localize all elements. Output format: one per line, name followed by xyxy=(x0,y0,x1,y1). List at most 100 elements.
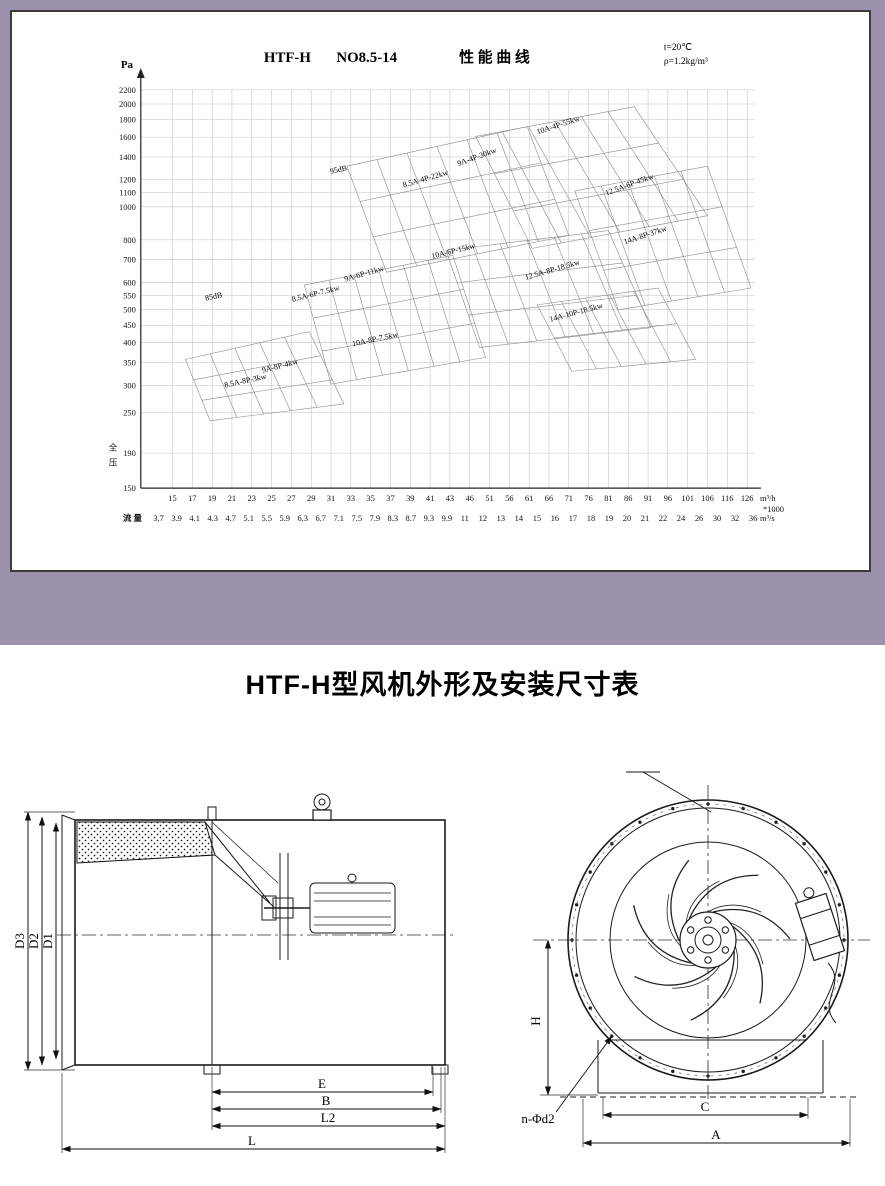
svg-text:300: 300 xyxy=(123,380,136,390)
inlet-hatch xyxy=(76,821,279,908)
svg-text:66: 66 xyxy=(545,493,553,503)
svg-text:71: 71 xyxy=(565,493,573,503)
svg-text:35: 35 xyxy=(366,493,374,503)
svg-text:46: 46 xyxy=(466,493,474,503)
svg-text:33: 33 xyxy=(347,493,355,503)
svg-text:96: 96 xyxy=(664,493,672,503)
svg-text:29: 29 xyxy=(307,493,315,503)
svg-text:91: 91 xyxy=(644,493,652,503)
impeller xyxy=(272,853,294,960)
svg-text:m³/h: m³/h xyxy=(760,493,776,503)
dim-label-d3: D3 xyxy=(12,933,27,949)
flange-bolt-holes xyxy=(570,802,846,1078)
svg-text:126: 126 xyxy=(741,493,754,503)
housing-circles xyxy=(567,799,849,1081)
svg-text:9.3: 9.3 xyxy=(424,513,435,523)
svg-text:36: 36 xyxy=(749,513,757,523)
svg-text:17: 17 xyxy=(188,493,196,503)
svg-text:Pa: Pa xyxy=(121,59,134,71)
dim-label-d2: D2 xyxy=(26,933,41,949)
svg-text:190: 190 xyxy=(123,448,136,458)
length-dimensions: E B L2 L xyxy=(61,1067,446,1153)
svg-text:NO8.5-14: NO8.5-14 xyxy=(336,50,397,66)
mounting-feet xyxy=(203,1064,449,1075)
dim-label-d1: D1 xyxy=(40,933,55,949)
svg-text:106: 106 xyxy=(701,493,714,503)
svg-text:21: 21 xyxy=(228,493,236,503)
svg-text:8.7: 8.7 xyxy=(406,513,417,523)
svg-text:1200: 1200 xyxy=(119,175,136,185)
svg-text:7.9: 7.9 xyxy=(370,513,381,523)
svg-text:450: 450 xyxy=(123,320,136,330)
svg-text:23: 23 xyxy=(248,493,256,503)
svg-text:5.1: 5.1 xyxy=(243,513,254,523)
svg-text:13: 13 xyxy=(497,513,505,523)
svg-text:700: 700 xyxy=(123,255,136,265)
svg-text:压: 压 xyxy=(109,457,118,467)
svg-text:500: 500 xyxy=(123,305,136,315)
svg-text:86: 86 xyxy=(624,493,632,503)
svg-text:ρ=1.2kg/m³: ρ=1.2kg/m³ xyxy=(664,57,708,67)
svg-text:9A-6P-11kw: 9A-6P-11kw xyxy=(343,264,385,284)
dim-label-n-holes: n-Φd2 xyxy=(521,1111,554,1126)
dim-label-b: B xyxy=(322,1093,331,1108)
svg-text:HTF-H: HTF-H xyxy=(264,50,311,66)
svg-text:16: 16 xyxy=(551,513,559,523)
svg-text:6.7: 6.7 xyxy=(315,513,326,523)
svg-text:15: 15 xyxy=(533,513,541,523)
svg-text:800: 800 xyxy=(123,235,136,245)
svg-text:性 能 曲 线: 性 能 曲 线 xyxy=(459,48,530,66)
dim-label-a: A xyxy=(711,1127,721,1142)
svg-text:101: 101 xyxy=(681,493,694,503)
svg-text:2200: 2200 xyxy=(119,85,136,95)
svg-text:7.5: 7.5 xyxy=(352,513,363,523)
svg-text:600: 600 xyxy=(123,278,136,288)
dim-label-l2: L2 xyxy=(321,1110,335,1125)
svg-text:27: 27 xyxy=(287,493,295,503)
svg-text:21: 21 xyxy=(641,513,649,523)
diameter-dimensions: D3 D2 D1 xyxy=(12,811,75,1071)
svg-text:12.5A-6P-45kw: 12.5A-6P-45kw xyxy=(604,172,655,198)
junction-box xyxy=(794,887,846,962)
dim-label-e: E xyxy=(318,1076,326,1091)
svg-text:14A-10P-18.5kw: 14A-10P-18.5kw xyxy=(549,301,604,324)
svg-text:12.5A-8P-18.5kw: 12.5A-8P-18.5kw xyxy=(524,258,581,282)
svg-text:8.5A-4P-22kw: 8.5A-4P-22kw xyxy=(402,168,450,190)
svg-text:14: 14 xyxy=(515,513,524,523)
section-title: HTF-H型风机外形及安装尺寸表 xyxy=(245,670,640,700)
svg-text:1000: 1000 xyxy=(119,202,136,212)
svg-text:11: 11 xyxy=(461,513,469,523)
svg-text:61: 61 xyxy=(525,493,533,503)
svg-text:1100: 1100 xyxy=(119,188,136,198)
svg-text:10A-8P-7.5kw: 10A-8P-7.5kw xyxy=(351,330,399,349)
svg-text:3.9: 3.9 xyxy=(171,513,182,523)
svg-text:550: 550 xyxy=(123,290,136,300)
svg-text:30: 30 xyxy=(713,513,721,523)
svg-text:76: 76 xyxy=(584,493,592,503)
dim-label-c: C xyxy=(701,1099,710,1114)
fan-casing xyxy=(61,814,446,1071)
svg-text:43: 43 xyxy=(446,493,454,503)
svg-text:39: 39 xyxy=(406,493,414,503)
front-dimensions: H C A n-Φd2 xyxy=(521,939,851,1147)
svg-text:8.5A-8P-3kw: 8.5A-8P-3kw xyxy=(223,372,267,390)
svg-text:19: 19 xyxy=(208,493,216,503)
power-cable xyxy=(827,962,837,1024)
lifting-eye xyxy=(207,793,332,821)
svg-text:56: 56 xyxy=(505,493,513,503)
svg-text:7.1: 7.1 xyxy=(334,513,345,523)
dim-label-h: H xyxy=(528,1016,543,1025)
svg-text:5.9: 5.9 xyxy=(279,513,290,523)
svg-text:1400: 1400 xyxy=(119,152,136,162)
svg-text:350: 350 xyxy=(123,357,136,367)
svg-text:15: 15 xyxy=(168,493,176,503)
svg-text:4.7: 4.7 xyxy=(225,513,236,523)
svg-text:116: 116 xyxy=(721,493,733,503)
side-view-drawing: D3 D2 D1 E B L2 L xyxy=(12,793,457,1153)
svg-text:150: 150 xyxy=(123,483,136,493)
svg-text:流 量: 流 量 xyxy=(123,513,143,523)
base-platform xyxy=(560,1039,856,1098)
svg-text:24: 24 xyxy=(677,513,686,523)
